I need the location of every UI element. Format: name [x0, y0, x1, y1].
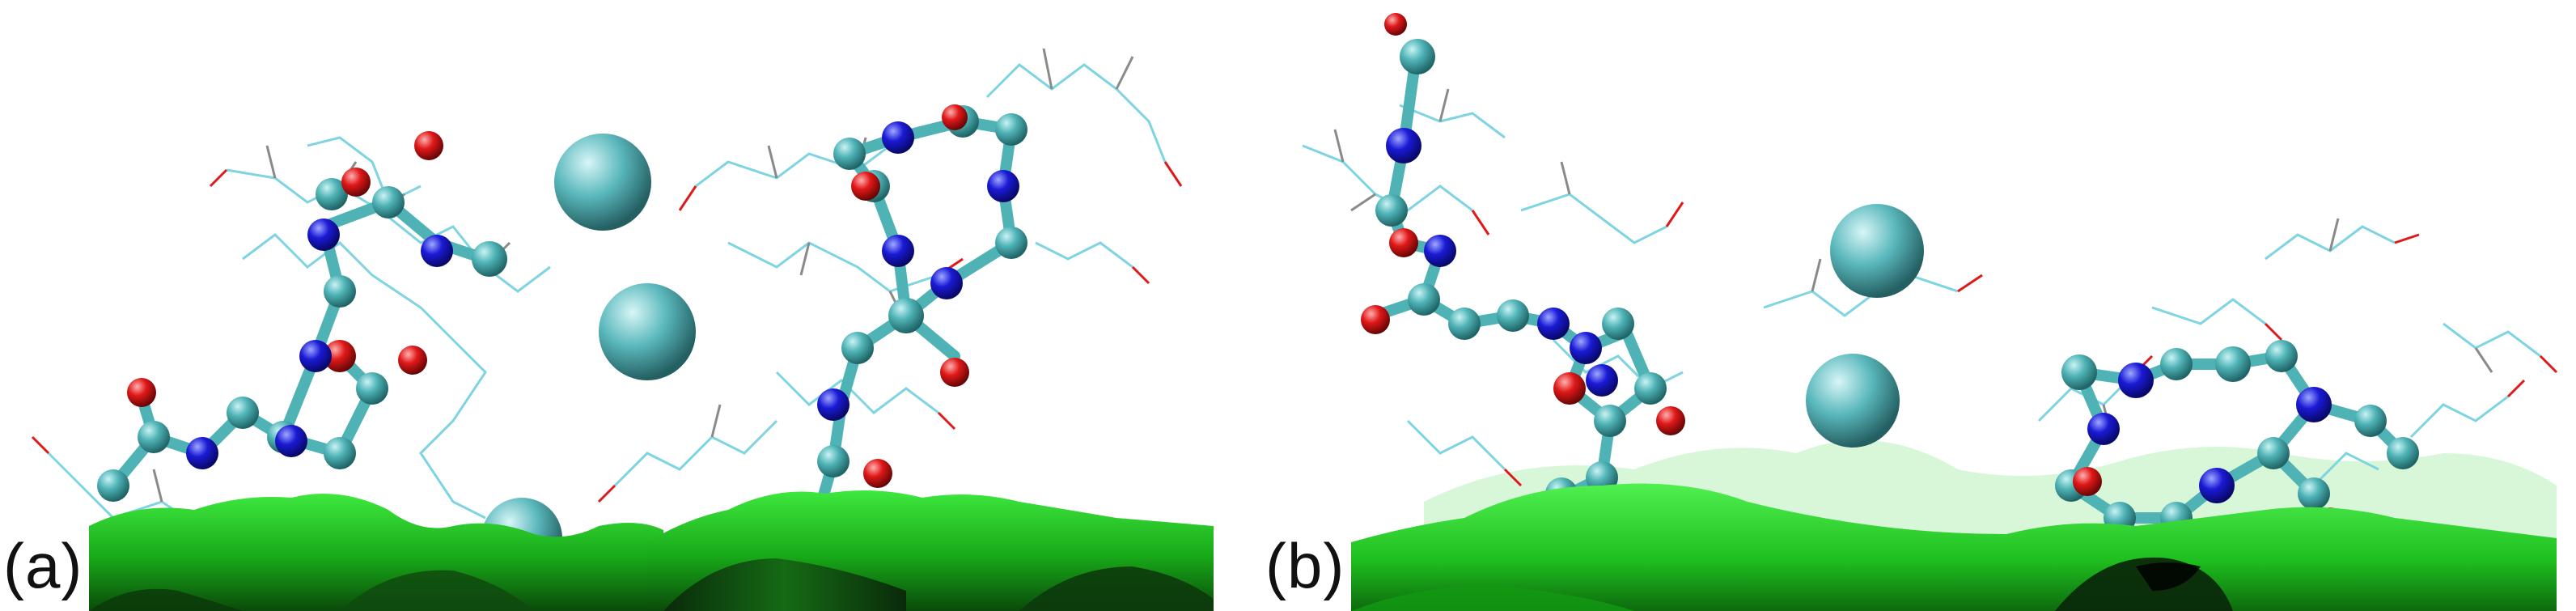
panel-b: (b) — [1262, 0, 2576, 611]
panel-b-label: (b) — [1265, 530, 1345, 601]
panel-a-label: (a) — [3, 530, 83, 601]
panel-a: (a) — [0, 0, 1230, 611]
panel-b-thin-bonds — [1302, 104, 2541, 487]
panel-a-molecule-left — [97, 131, 507, 502]
ion-sphere — [554, 134, 651, 231]
panel-a-thin-bonds — [47, 63, 1167, 536]
panel-b-thin-oxygens — [1471, 202, 2558, 487]
panel-b-molecule-left — [1361, 13, 1685, 510]
panel-a-molecule-right — [797, 104, 1027, 538]
panel-a-surface — [89, 490, 1214, 611]
panel-a-scene — [31, 48, 1214, 611]
ion-sphere — [1830, 204, 1924, 298]
panel-b-scene — [1302, 13, 2558, 611]
panel-b-surface — [1351, 483, 2557, 611]
ion-sphere — [1806, 354, 1900, 448]
ion-sphere — [599, 283, 696, 380]
panel-b-molecule-right — [2055, 340, 2419, 537]
